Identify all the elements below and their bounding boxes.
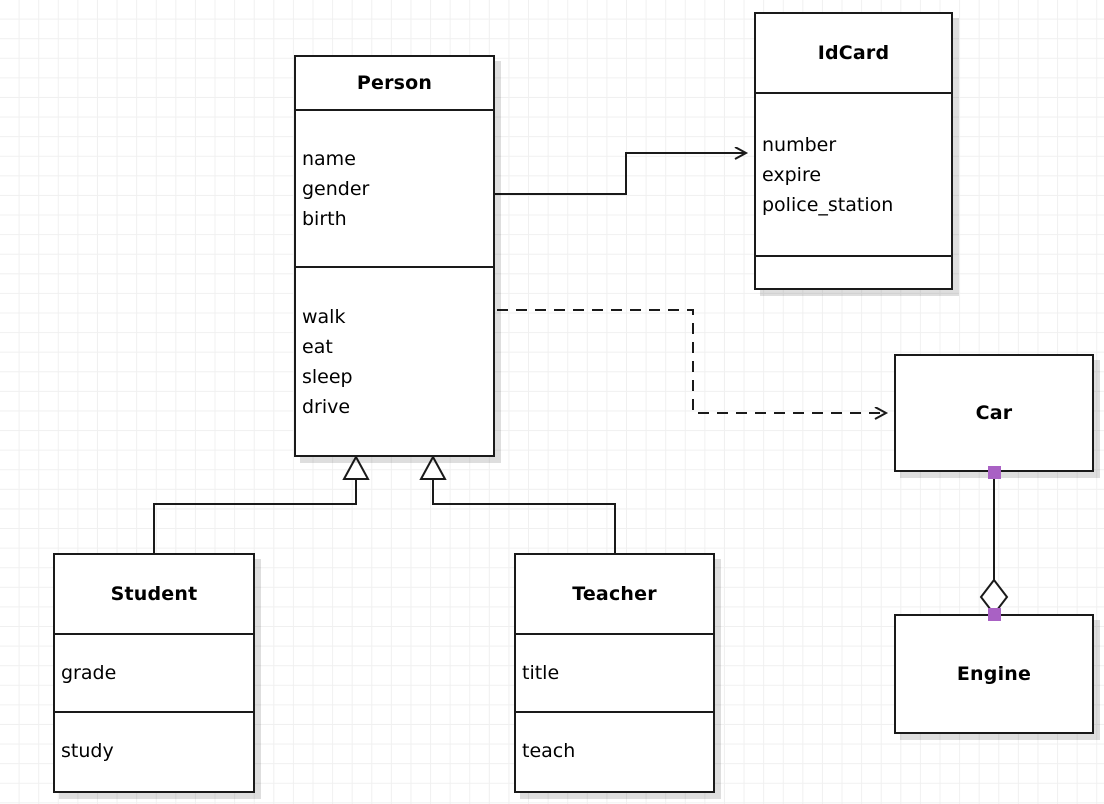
attribute-item: gender [302, 177, 370, 200]
method-item: walk [302, 305, 346, 328]
edge-association-person-idcard[interactable] [495, 153, 746, 195]
selection-handle-engine-top[interactable] [988, 608, 1001, 621]
edge-generalization-teacher-person[interactable] [419, 454, 616, 553]
class-title-car: Car [975, 402, 1013, 424]
attribute-item: title [522, 662, 560, 684]
class-methods-teacher: teach [516, 711, 713, 789]
class-box-engine[interactable]: Engine [894, 614, 1094, 734]
method-item: drive [302, 395, 351, 418]
class-methods-idcard [756, 255, 951, 288]
attribute-item: number [762, 133, 837, 156]
method-item: eat [302, 335, 333, 358]
class-title-idcard: IdCard [817, 42, 890, 64]
class-box-person[interactable]: Person name gender birth walk eat sleep … [294, 55, 495, 457]
class-attributes-teacher: title [516, 633, 713, 711]
class-methods-person: walk eat sleep drive [296, 266, 493, 455]
class-box-teacher[interactable]: Teacher title teach [514, 553, 715, 793]
attribute-item: name [302, 147, 356, 170]
attribute-item: expire [762, 163, 822, 186]
class-box-car[interactable]: Car [894, 354, 1094, 472]
selection-handle-car-bottom[interactable] [988, 466, 1001, 479]
class-box-student[interactable]: Student grade study [53, 553, 255, 793]
attribute-item: grade [61, 662, 117, 684]
attribute-item: birth [302, 207, 347, 230]
class-attributes-student: grade [55, 633, 253, 711]
method-item: study [61, 740, 114, 762]
edge-dependency-person-car[interactable] [497, 309, 886, 413]
class-attributes-idcard: number expire police_station [756, 92, 951, 255]
class-title-student: Student [110, 583, 198, 605]
edge-generalization-student-person[interactable] [153, 454, 370, 553]
method-item: teach [522, 740, 576, 762]
class-title-engine: Engine [956, 663, 1032, 685]
method-item: sleep [302, 365, 353, 388]
attribute-item: police_station [762, 193, 894, 216]
edge-aggregation-car-engine[interactable] [979, 472, 1009, 616]
class-attributes-person: name gender birth [296, 109, 493, 266]
class-methods-student: study [55, 711, 253, 789]
class-title-person: Person [356, 72, 433, 94]
class-title-teacher: Teacher [572, 583, 657, 605]
class-box-idcard[interactable]: IdCard number expire police_station [754, 12, 953, 290]
